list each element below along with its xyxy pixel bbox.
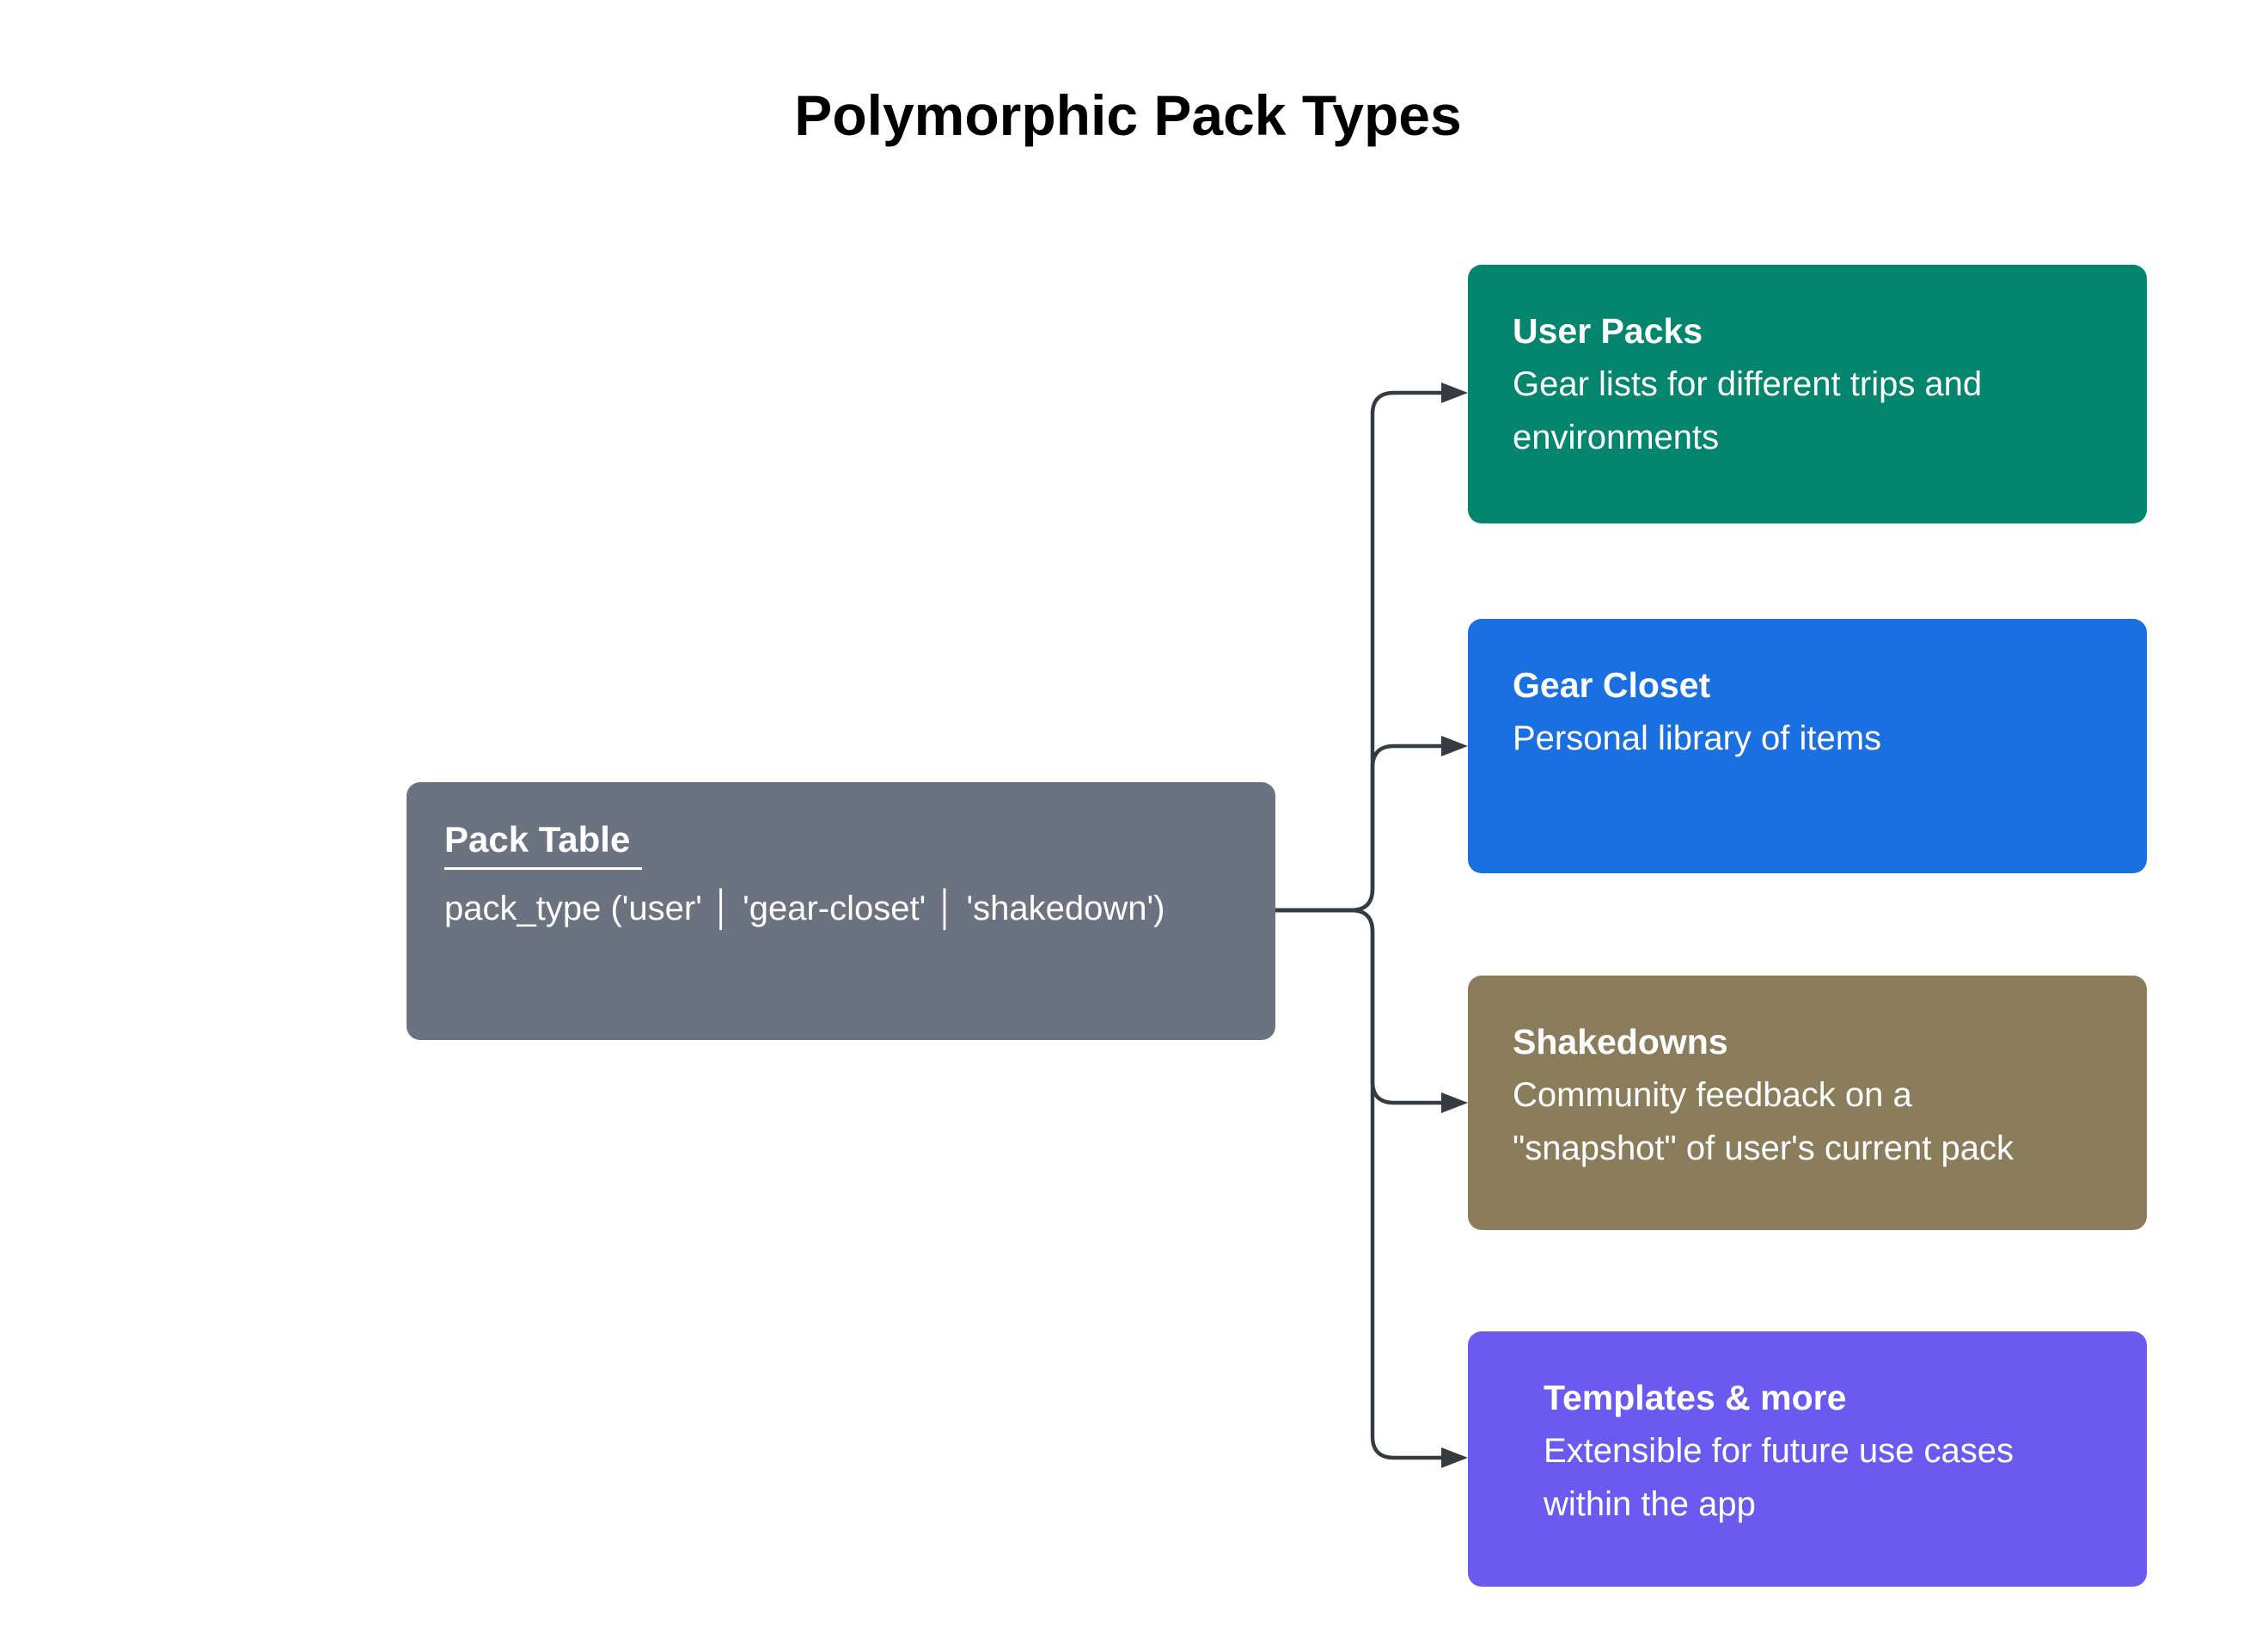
node-templates: Templates & more Extensible for future u…	[1468, 1331, 2147, 1587]
node-gear-closet: Gear Closet Personal library of items	[1468, 619, 2147, 873]
user-packs-title: User Packs	[1513, 311, 1703, 351]
edge-templates	[1275, 908, 1443, 1460]
arrowhead-shakedowns	[1441, 1092, 1468, 1113]
pack-table-body: pack_type ('user' │ 'gear-closet' │ 'sha…	[444, 890, 1165, 927]
edge-gear-closet	[1275, 743, 1443, 913]
templates-body: Extensible for future use cases within t…	[1544, 1432, 2014, 1523]
gear-closet-body: Personal library of items	[1513, 719, 1882, 757]
edge-group	[1275, 390, 1443, 1460]
node-pack-table: Pack Table pack_type ('user' │ 'gear-clo…	[407, 782, 1275, 1040]
node-user-packs: User Packs Gear lists for different trip…	[1468, 265, 2147, 523]
shakedowns-title: Shakedowns	[1513, 1022, 1728, 1062]
arrowhead-group	[1441, 382, 1468, 1468]
page-title: Polymorphic Pack Types	[794, 83, 1462, 147]
node-shakedowns: Shakedowns Community feedback on a "snap…	[1468, 976, 2147, 1230]
arrowhead-gear-closet	[1441, 736, 1468, 756]
arrowhead-user-packs	[1441, 382, 1468, 403]
templates-title: Templates & more	[1544, 1378, 1847, 1417]
pack-table-title: Pack Table	[444, 818, 643, 870]
edge-shakedowns	[1275, 908, 1443, 1105]
shakedowns-body: Community feedback on a "snapshot" of us…	[1513, 1076, 2014, 1167]
user-packs-body: Gear lists for different trips and envir…	[1513, 365, 1983, 456]
arrowhead-templates	[1441, 1447, 1468, 1468]
gear-closet-title: Gear Closet	[1513, 665, 1711, 705]
edge-user-packs	[1275, 390, 1443, 913]
